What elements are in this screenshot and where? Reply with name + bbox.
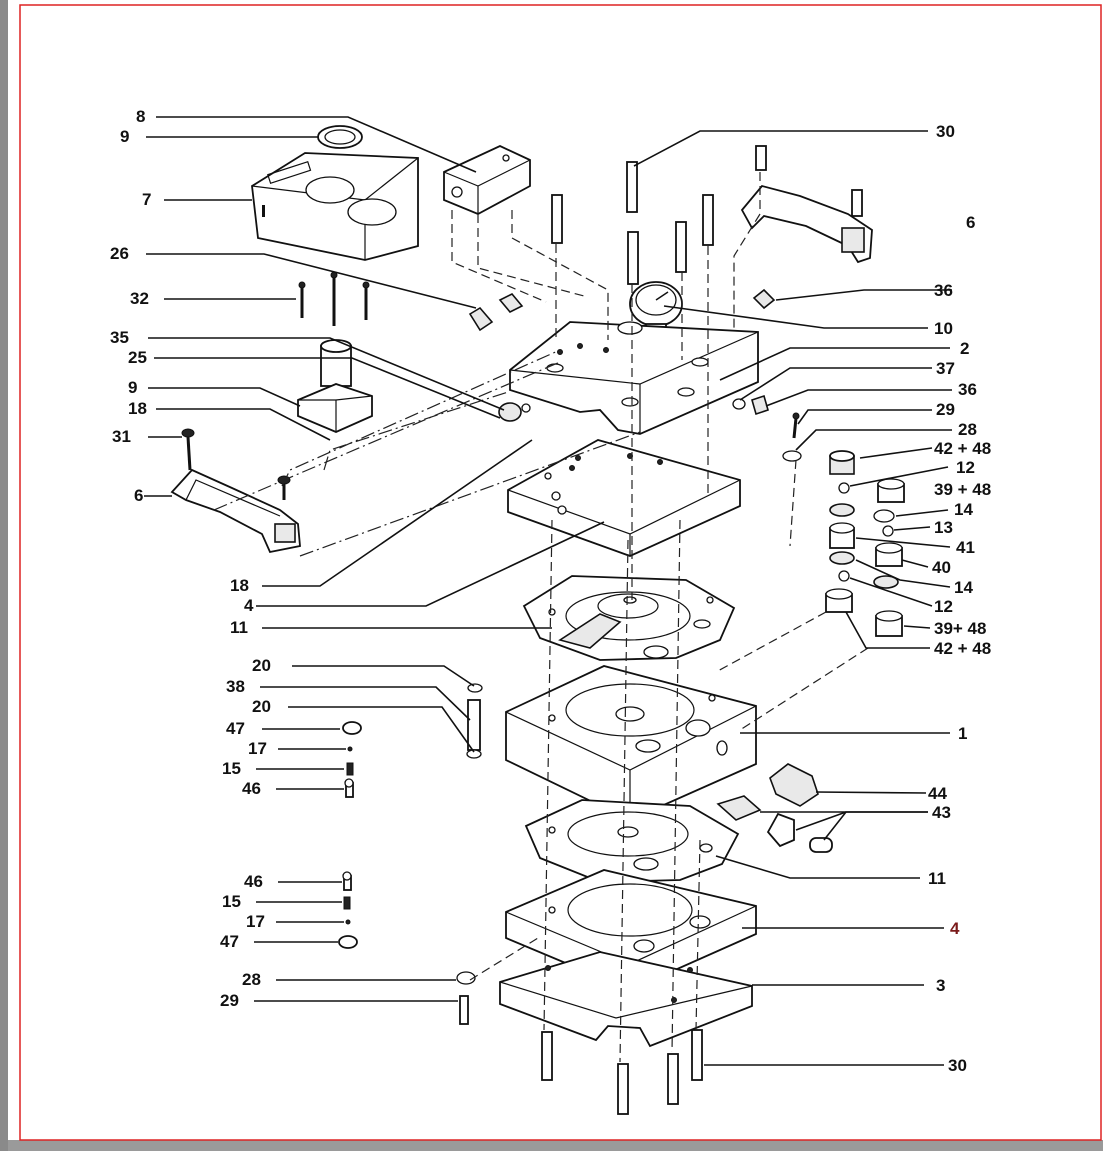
- part-labels: 8 9 7 26 32 35 25 9 18 31 6 18 4 11 20 3…: [110, 107, 991, 1075]
- label-17b: 17: [246, 912, 265, 931]
- label-11: 11: [230, 618, 248, 637]
- part-36-fitting-top: [752, 288, 776, 310]
- part-3-base-plate: [499, 951, 753, 1048]
- label-32: 32: [130, 289, 149, 308]
- label-4: 4: [244, 596, 254, 615]
- part-4-lower-plate: [505, 869, 757, 991]
- left-parts-lower: [338, 871, 358, 949]
- part-38-pin: [466, 683, 483, 759]
- label-47: 47: [226, 719, 245, 738]
- label-46b: 46: [244, 872, 263, 891]
- part-37-36-fittings: [732, 394, 769, 416]
- label-11b: 11: [928, 869, 946, 888]
- part-11-diaphragm-upper: [522, 575, 736, 661]
- label-42-48b: 42 + 48: [934, 639, 991, 658]
- part-7-cover: [251, 152, 419, 261]
- part-6-handle-right: [740, 184, 873, 264]
- label-29: 29: [936, 400, 955, 419]
- label-4b: 4: [950, 919, 960, 938]
- part-8-block: [443, 145, 531, 215]
- label-14: 14: [954, 500, 973, 519]
- label-6b: 6: [966, 213, 975, 232]
- part-28-29-left: [456, 971, 476, 1025]
- part-30-bolts-bottom: [541, 1029, 703, 1115]
- left-parts-upper: [342, 721, 362, 798]
- label-15b: 15: [222, 892, 241, 911]
- label-35: 35: [110, 328, 129, 347]
- label-28b: 28: [242, 970, 261, 989]
- label-17: 17: [248, 739, 267, 758]
- label-10: 10: [934, 319, 953, 338]
- label-14b: 14: [954, 578, 973, 597]
- label-30: 30: [936, 122, 955, 141]
- label-28: 28: [958, 420, 977, 439]
- part-26-fittings: [468, 293, 524, 332]
- label-25: 25: [128, 348, 147, 367]
- label-8: 8: [136, 107, 145, 126]
- label-13: 13: [934, 518, 953, 537]
- label-18: 18: [128, 399, 147, 418]
- label-7: 7: [142, 190, 151, 209]
- part-4-upper-plate: [507, 439, 741, 557]
- label-6: 6: [134, 486, 143, 505]
- part-44-fitting: [769, 763, 819, 807]
- label-36b: 36: [958, 380, 977, 399]
- label-15: 15: [222, 759, 241, 778]
- part-9-ring: [317, 125, 363, 149]
- label-12b: 12: [934, 597, 953, 616]
- part-6-handle-left: [170, 468, 301, 554]
- screws-32: [298, 271, 370, 326]
- frame-border: [19, 4, 1102, 1141]
- label-9: 9: [120, 127, 129, 146]
- leader-lines: [144, 116, 952, 1066]
- label-40: 40: [932, 558, 951, 577]
- label-29b: 29: [220, 991, 239, 1010]
- label-36: 36: [934, 281, 953, 300]
- part-35-cap: [498, 402, 531, 422]
- label-39-48: 39 + 48: [934, 480, 991, 499]
- label-43: 43: [932, 803, 951, 822]
- label-26: 26: [110, 244, 129, 263]
- frame-shadow: [0, 0, 8, 1151]
- part-30-bolts-top: [551, 145, 767, 285]
- right-small-parts: [825, 450, 905, 637]
- label-44: 44: [928, 784, 947, 803]
- label-12: 12: [956, 458, 975, 477]
- part-11-diaphragm-lower: [524, 799, 740, 883]
- label-38: 38: [226, 677, 245, 696]
- part-31-screw: [181, 428, 195, 471]
- label-46: 46: [242, 779, 261, 798]
- frame-shadow-bottom: [8, 1140, 1103, 1151]
- label-37: 37: [936, 359, 955, 378]
- alignment-lines: [213, 172, 869, 1063]
- part-29-screw-right: [792, 412, 800, 439]
- part-43-fittings: [716, 795, 833, 853]
- label-20: 20: [252, 656, 271, 675]
- label-39-48b: 39+ 48: [934, 619, 986, 638]
- part-28-washer-right: [782, 450, 802, 462]
- part-1-main-body: [505, 665, 757, 821]
- label-42-48: 42 + 48: [934, 439, 991, 458]
- label-47b: 47: [220, 932, 239, 951]
- part-25-valve: [297, 339, 373, 433]
- label-2: 2: [960, 339, 969, 358]
- part-2-top-plate: [509, 321, 759, 435]
- label-18b: 18: [230, 576, 249, 595]
- label-20b: 20: [252, 697, 271, 716]
- label-9b: 9: [128, 378, 137, 397]
- label-3: 3: [936, 976, 945, 995]
- label-41: 41: [956, 538, 975, 557]
- label-30b: 30: [948, 1056, 967, 1075]
- label-31: 31: [112, 427, 131, 446]
- label-1: 1: [958, 724, 967, 743]
